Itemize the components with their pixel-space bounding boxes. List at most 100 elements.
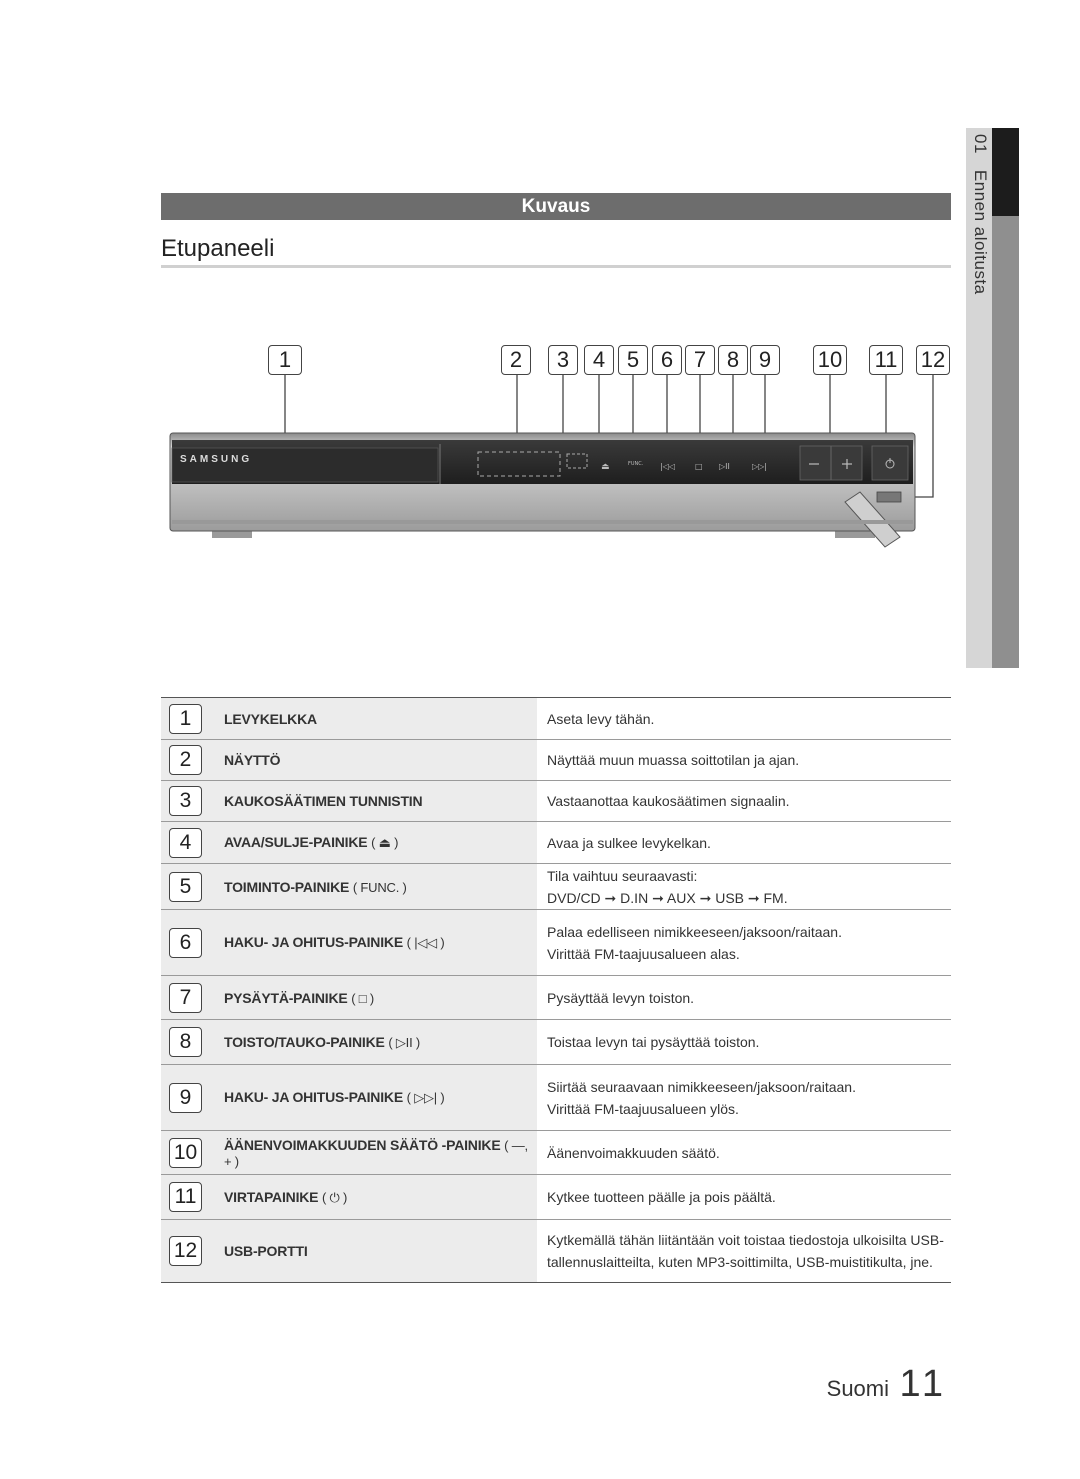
- description-line: Avaa ja sulkee levykelkan.: [547, 834, 711, 851]
- description-line: Kytkemällä tähän liitäntään voit toistaa…: [547, 1232, 944, 1248]
- description-line: Aseta levy tähän.: [547, 710, 655, 727]
- button-symbol-icon: ( □ ): [351, 990, 374, 1006]
- row-label: HAKU- JA OHITUS-PAINIKE ( ▷▷| ): [224, 1089, 445, 1106]
- row-description: Aseta levy tähän.: [537, 708, 951, 730]
- callout-6: 6: [652, 345, 682, 375]
- button-symbol-icon: ( FUNC. ): [352, 879, 407, 895]
- page-number: 11: [899, 1363, 947, 1405]
- row-description: Pysäyttää levyn toiston.: [537, 987, 951, 1009]
- row-label-text: KAUKOSÄÄTIMEN TUNNISTIN: [224, 793, 423, 809]
- callout-9: 9: [750, 345, 780, 375]
- table-row: 7 PYSÄYTÄ-PAINIKE ( □ ) Pysäyttää levyn to…: [161, 976, 951, 1020]
- row-description: Äänenvoimakkuuden säätö.: [537, 1142, 951, 1164]
- description-line: Näyttää muun muassa soittotilan ja ajan.: [547, 752, 800, 768]
- row-label: TOIMINTO-PAINIKE ( FUNC. ): [224, 879, 407, 895]
- svg-text:FUNC.: FUNC.: [628, 461, 644, 467]
- row-number-badge: 1: [169, 703, 202, 734]
- row-description: Näyttää muun muassa soittotilan ja ajan.: [537, 749, 951, 771]
- row-label-cell: 12 USB-PORTTI: [161, 1220, 537, 1282]
- row-label-text: LEVYKELKKA: [224, 710, 317, 727]
- callout-1: 1: [268, 345, 302, 375]
- row-label: LEVYKELKKA: [224, 711, 317, 727]
- row-number-badge: 7: [169, 982, 202, 1013]
- row-label-cell: 7 PYSÄYTÄ-PAINIKE ( □ ): [161, 976, 537, 1019]
- row-description: Toistaa levyn tai pysäyttää toiston.: [537, 1031, 951, 1053]
- row-label-text: ÄÄNENVOIMAKKUUDEN SÄÄTÖ -PAINIKE: [224, 1136, 501, 1153]
- section-header: Kuvaus: [161, 193, 951, 220]
- button-symbol-icon: ( ⏻ ): [322, 1189, 348, 1205]
- row-label: PYSÄYTÄ-PAINIKE ( □ ): [224, 990, 374, 1006]
- callout-2: 2: [501, 345, 531, 375]
- svg-text:⏏: ⏏: [601, 462, 610, 472]
- chapter-title: Ennen aloitusta: [971, 169, 990, 295]
- chapter-side-tab: 01Ennen aloitusta: [966, 128, 1019, 668]
- row-description: Kytkemällä tähän liitäntään voit toistaa…: [537, 1229, 951, 1273]
- chapter-number: 01: [971, 134, 990, 154]
- footer-language: Suomi: [826, 1376, 889, 1401]
- row-description: Vastaanottaa kaukosäätimen signaalin.: [537, 790, 951, 812]
- row-label-text: PYSÄYTÄ-PAINIKE: [224, 989, 348, 1006]
- row-label: VIRTAPAINIKE ( ⏻ ): [224, 1189, 347, 1206]
- callout-4: 4: [584, 345, 614, 375]
- table-row: 3 KAUKOSÄÄTIMEN TUNNISTIN Vastaanottaa kau…: [161, 781, 951, 822]
- row-number-badge: 8: [169, 1027, 202, 1057]
- row-number-badge: 12: [169, 1236, 202, 1266]
- button-symbol-icon: ( |◁◁ ): [406, 935, 445, 950]
- table-row: 9 HAKU- JA OHITUS-PAINIKE ( ▷▷| ) Siirtää …: [161, 1065, 951, 1131]
- row-label-text: VIRTAPAINIKE: [224, 1188, 319, 1205]
- row-number-badge: 11: [169, 1182, 202, 1212]
- description-line: DVD/CD ➞ D.IN ➞ AUX ➞ USB ➞ FM.: [547, 889, 788, 906]
- callout-11: 11: [869, 345, 903, 375]
- row-number-badge: 10: [169, 1137, 202, 1168]
- row-label-cell: 3 KAUKOSÄÄTIMEN TUNNISTIN: [161, 781, 537, 821]
- row-description: Siirtää seuraavaan nimikkeeseen/jaksoon/…: [537, 1076, 951, 1120]
- row-number-badge: 9: [169, 1082, 202, 1113]
- side-tab-dark-block: [992, 128, 1019, 216]
- row-label-cell: 11 VIRTAPAINIKE ( ⏻ ): [161, 1175, 537, 1219]
- description-line: Pysäyttää levyn toiston.: [547, 989, 695, 1006]
- row-label-cell: 5 TOIMINTO-PAINIKE ( FUNC. ): [161, 864, 537, 909]
- row-label: NÄYTTÖ: [224, 752, 281, 768]
- table-row: 10 ÄÄNENVOIMAKKUUDEN SÄÄTÖ -PAINIKE ( —, …: [161, 1131, 951, 1175]
- svg-text:▷II: ▷II: [719, 462, 730, 471]
- table-row: 11 VIRTAPAINIKE ( ⏻ ) Kytkee tuotteen pääl…: [161, 1175, 951, 1220]
- description-line: Virittää FM-taajuusalueen alas.: [547, 945, 740, 962]
- row-description: Tila vaihtuu seuraavasti: DVD/CD ➞ D.IN ➞…: [537, 865, 951, 909]
- row-label-text: HAKU- JA OHITUS-PAINIKE: [224, 1089, 403, 1105]
- table-row: 12 USB-PORTTI Kytkemällä tähän liitäntään …: [161, 1220, 951, 1283]
- description-line: Tila vaihtuu seuraavasti:: [547, 867, 698, 884]
- row-label-cell: 9 HAKU- JA OHITUS-PAINIKE ( ▷▷| ): [161, 1065, 537, 1130]
- row-number-badge: 4: [169, 827, 202, 858]
- table-row: 5 TOIMINTO-PAINIKE ( FUNC. ) Tila vaihtuu …: [161, 864, 951, 910]
- button-symbol-icon: ( —, + ): [224, 1137, 528, 1169]
- row-description: Kytkee tuotteen päälle ja pois päältä.: [537, 1186, 951, 1208]
- svg-text:|◁◁: |◁◁: [660, 462, 675, 471]
- row-number-badge: 3: [169, 786, 202, 816]
- row-label-text: TOIMINTO-PAINIKE: [224, 878, 350, 895]
- row-label-text: USB-PORTTI: [224, 1243, 308, 1259]
- side-tab-light-strip: [966, 128, 992, 668]
- table-row: 4 AVAA/SULJE-PAINIKE ( ⏏ ) Avaa ja sulkee …: [161, 822, 951, 864]
- callout-8: 8: [718, 345, 748, 375]
- side-tab-grey-strip: [992, 216, 1019, 668]
- button-symbol-icon: ( ▷II ): [388, 1034, 421, 1050]
- title-divider: [161, 265, 951, 268]
- svg-text:▷▷|: ▷▷|: [752, 462, 767, 471]
- side-tab-text: 01Ennen aloitusta: [970, 134, 990, 295]
- button-symbol-icon: ( ▷▷| ): [406, 1090, 445, 1105]
- callout-10: 10: [813, 345, 847, 375]
- row-number-badge: 5: [169, 871, 202, 902]
- row-label: AVAA/SULJE-PAINIKE ( ⏏ ): [224, 834, 398, 851]
- description-line: Siirtää seuraavaan nimikkeeseen/jaksoon/…: [547, 1078, 856, 1095]
- description-line: tallennuslaitteilta, kuten MP3-soittimil…: [547, 1254, 933, 1270]
- svg-text:□: □: [695, 462, 703, 471]
- row-label-text: AVAA/SULJE-PAINIKE: [224, 834, 368, 850]
- row-label: KAUKOSÄÄTIMEN TUNNISTIN: [224, 793, 423, 809]
- callout-12: 12: [916, 345, 950, 375]
